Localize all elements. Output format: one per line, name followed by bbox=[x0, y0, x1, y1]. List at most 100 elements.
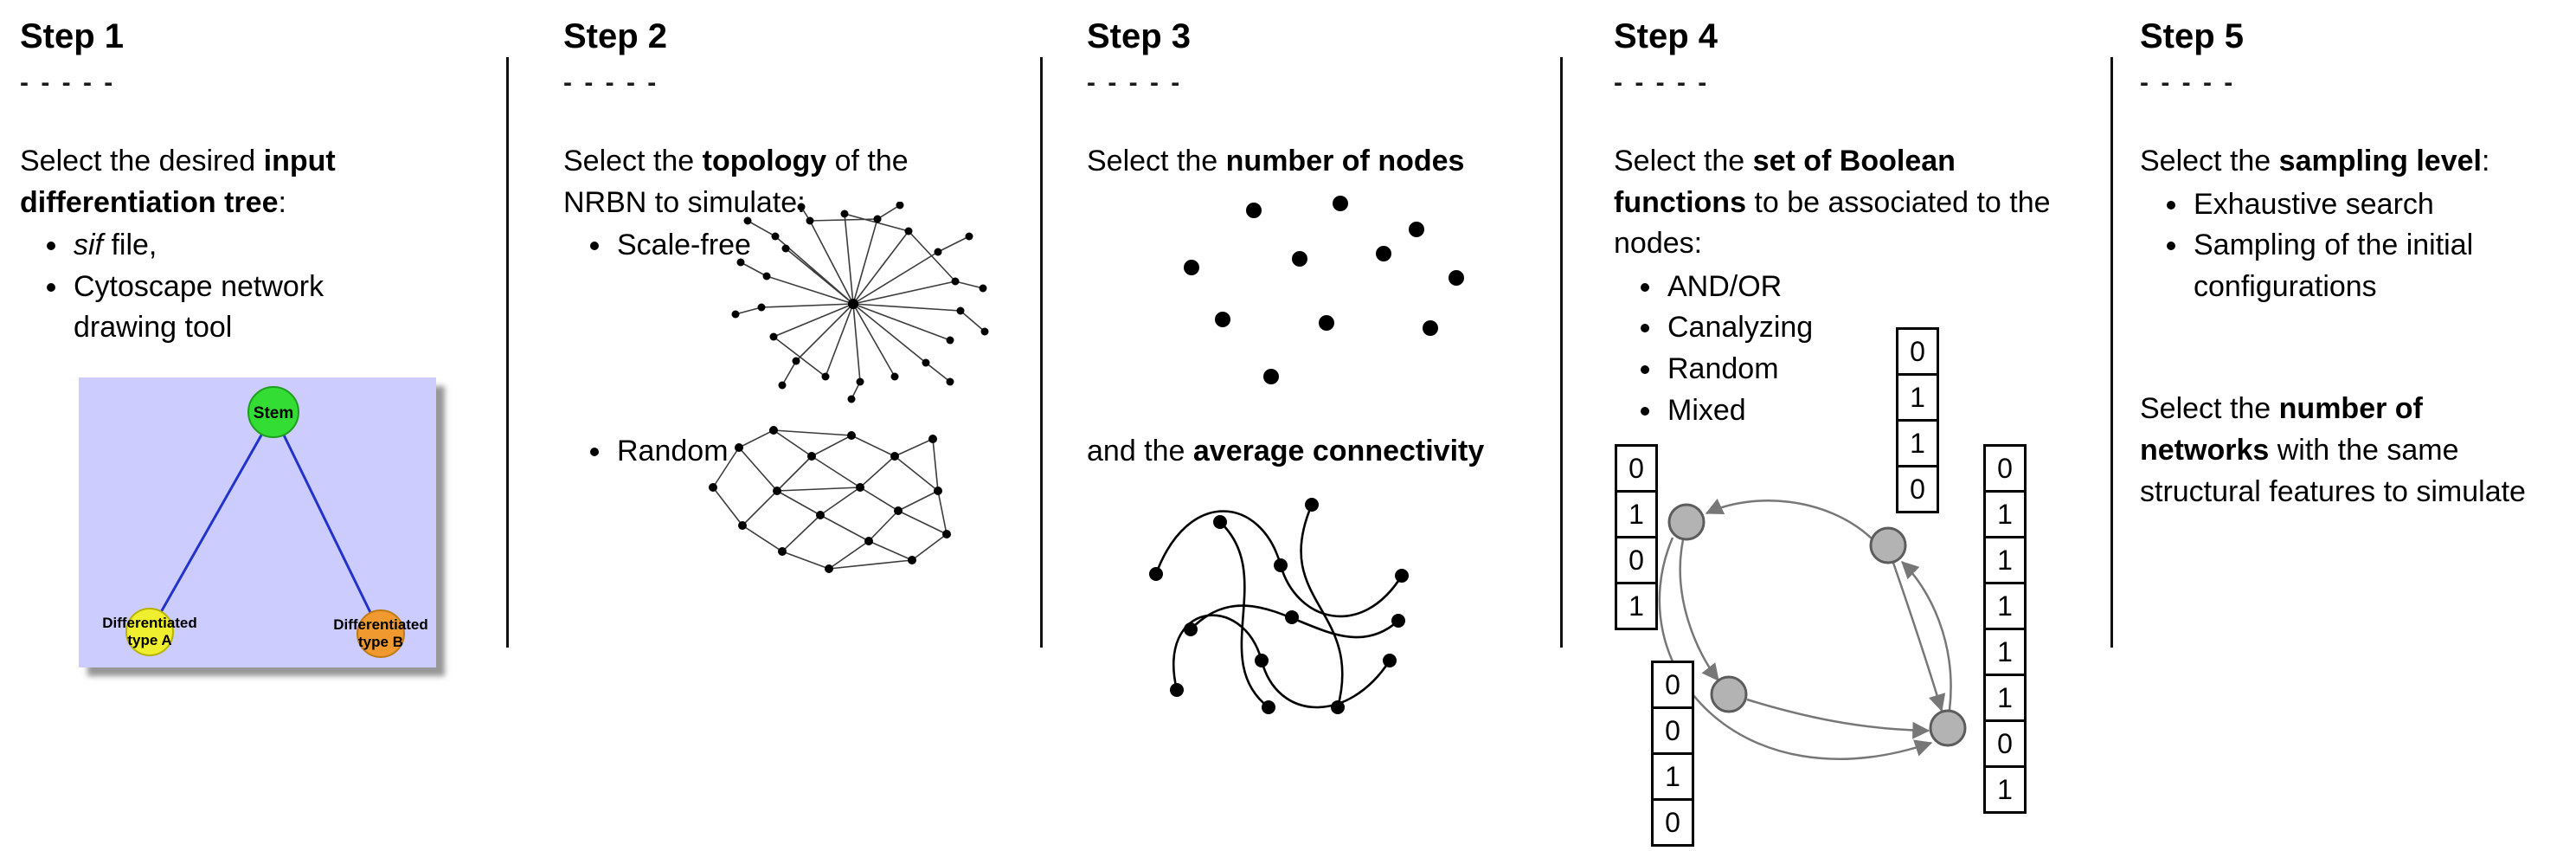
column-divider-3 bbox=[1560, 57, 1563, 648]
sif-rest: file, bbox=[103, 229, 157, 262]
truth-table-cell: 1 bbox=[1615, 582, 1658, 630]
cytoscape-label: Cytoscape network drawing tool bbox=[74, 269, 324, 345]
step-5-option-exhaustive: Exhaustive search bbox=[2190, 184, 2576, 226]
step-2-intro-pre: Select the bbox=[563, 145, 703, 177]
boolean-network-graphic: 0 1 1 0 0 1 0 1 0 0 1 0 0 1 1 1 bbox=[1609, 319, 2037, 850]
step-1-intro-pre: Select the desired bbox=[20, 145, 264, 177]
truth-table-cell: 1 bbox=[1651, 752, 1694, 801]
truth-table-cell: 0 bbox=[1651, 798, 1694, 847]
step-5-intro-pre: Select the bbox=[2140, 145, 2279, 177]
column-divider-2 bbox=[1040, 57, 1043, 648]
exhaustive-label: Exhaustive search bbox=[2194, 187, 2434, 221]
step-5-panel: Step 5 - - - - - Select the sampling lev… bbox=[2140, 16, 2576, 513]
step-4-option-mixed: Mixed bbox=[1664, 390, 2085, 432]
connectivity-tangle-graphic bbox=[1140, 472, 1426, 749]
truth-table-bottom: 0 0 1 0 bbox=[1651, 661, 1694, 847]
truth-table-cell: 1 bbox=[1983, 490, 2027, 538]
networks-l1-pre: Select the bbox=[2140, 392, 2279, 426]
type-a-node bbox=[125, 608, 174, 656]
truth-table-cell: 0 bbox=[1896, 327, 1939, 376]
nodes-dots-graphic bbox=[1157, 193, 1477, 401]
step-3-line1-bold: number of nodes bbox=[1225, 145, 1465, 177]
truth-table-cell: 0 bbox=[1615, 444, 1658, 493]
step-2-intro-bold: topology bbox=[702, 145, 827, 177]
step-1-intro-bold: input differentiation tree bbox=[20, 145, 336, 219]
truth-table-left: 0 1 0 1 bbox=[1615, 444, 1658, 630]
step-4-title: Step 4 bbox=[1614, 17, 1718, 55]
truth-table-top: 0 1 1 0 bbox=[1896, 327, 1939, 513]
step-2-panel: Step 2 - - - - - Select the topology of … bbox=[563, 16, 989, 573]
step-3-line2: and the average connectivity bbox=[1087, 431, 1484, 473]
step-3-title: Step 3 bbox=[1087, 17, 1192, 55]
type-b-label-line2: type B bbox=[358, 634, 403, 650]
sampling-label: Sampling of the initial configurations bbox=[2194, 229, 2474, 303]
truth-table-cell: 0 bbox=[1651, 661, 1694, 709]
truth-table-cell: 1 bbox=[1896, 419, 1939, 467]
networks-l2-post: with the same bbox=[2269, 433, 2459, 467]
step-2-intro: Select the topology of the NRBN to simul… bbox=[563, 141, 979, 223]
step-2-title: Step 2 bbox=[563, 17, 668, 55]
step-1-options: sif file, Cytoscape network drawing tool bbox=[20, 225, 504, 349]
step-4-panel: Step 4 - - - - - Select the set of Boole… bbox=[1614, 16, 2085, 847]
random-network-nodes bbox=[709, 426, 951, 573]
step-4-intro-bold: set of Boolean functions bbox=[1614, 145, 1956, 219]
scale-free-label: Scale-free bbox=[617, 229, 751, 262]
step-4-option-canalyzing: Canalyzing bbox=[1664, 307, 2085, 349]
step-5-dashes: - - - - - bbox=[2140, 68, 2236, 97]
truth-table-cell: 1 bbox=[1983, 765, 2027, 814]
type-a-label-line2: type A bbox=[127, 632, 171, 648]
step-3-dashes: - - - - - bbox=[1087, 68, 1183, 97]
random-network-edges bbox=[712, 429, 948, 570]
step-2-option-scale-free: Scale-free bbox=[613, 225, 979, 267]
boolean-node-2 bbox=[1869, 526, 1907, 564]
step-3-line1: Select the number of nodes bbox=[1087, 141, 1571, 183]
truth-table-cell: 1 bbox=[1983, 674, 2027, 722]
truth-table-cell: 0 bbox=[1983, 719, 2027, 768]
truth-table-cell: 0 bbox=[1615, 536, 1658, 584]
column-divider-1 bbox=[506, 57, 509, 648]
boolean-node-1 bbox=[1667, 503, 1706, 541]
scale-free-nodes bbox=[731, 201, 989, 403]
type-b-node bbox=[357, 609, 405, 658]
networks-l2-bold: networks bbox=[2140, 433, 2270, 467]
step-5-intro-bold: sampling level bbox=[2278, 145, 2482, 177]
differentiation-tree-svg: Stem Differentiated type A Differentiate… bbox=[79, 377, 436, 667]
stem-node bbox=[247, 386, 299, 438]
truth-table-right: 0 1 1 1 1 1 0 1 bbox=[1983, 444, 2027, 814]
step-1-panel: Step 1 - - - - - Select the desired inpu… bbox=[20, 16, 504, 667]
step-4-intro-pre: Select the bbox=[1614, 145, 1753, 177]
tangle-nodes bbox=[1149, 498, 1409, 714]
tree-edge-b bbox=[272, 413, 382, 635]
step-5-options: Exhaustive search Sampling of the initia… bbox=[2140, 184, 2576, 308]
truth-table-cell: 1 bbox=[1983, 582, 2027, 630]
truth-table-cell: 1 bbox=[1983, 628, 2027, 676]
networks-l1-bold: number of bbox=[2278, 392, 2423, 426]
step-4-option-andor: AND/OR bbox=[1664, 267, 2085, 308]
step-2-option-random: Random bbox=[613, 431, 979, 473]
andor-label: AND/OR bbox=[1667, 269, 1783, 303]
truth-table-cell: 0 bbox=[1896, 465, 1939, 513]
truth-table-cell: 1 bbox=[1896, 373, 1939, 422]
step-2-intro-post: of the NRBN to simulate: bbox=[563, 145, 909, 219]
truth-table-cell: 1 bbox=[1983, 536, 2027, 584]
step-1-dashes: - - - - - bbox=[20, 68, 116, 97]
boolean-node-4 bbox=[1929, 709, 1967, 747]
scale-free-edges bbox=[735, 204, 986, 400]
step-4-intro: Select the set of Boolean functions to b… bbox=[1614, 141, 2085, 265]
boolean-network-svg bbox=[1658, 498, 1967, 760]
differentiation-tree-graphic: Stem Differentiated type A Differentiate… bbox=[79, 377, 436, 667]
step-4-intro-post: to be associated to the nodes: bbox=[1614, 185, 2051, 261]
type-b-label-line1: Differentiated bbox=[333, 616, 428, 633]
truth-table-cell: 0 bbox=[1983, 444, 2027, 493]
random-functions-label: Random bbox=[1667, 351, 1779, 385]
step-2-options: Scale-free Random bbox=[563, 225, 979, 472]
mixed-label: Mixed bbox=[1667, 393, 1746, 427]
boolean-node-3 bbox=[1710, 675, 1748, 713]
step-1-intro-post: : bbox=[278, 185, 286, 219]
type-a-label-line1: Differentiated bbox=[102, 615, 197, 631]
canalyzing-label: Canalyzing bbox=[1667, 311, 1814, 345]
step-3-line1-pre: Select the bbox=[1087, 145, 1226, 177]
step-4-dashes: - - - - - bbox=[1614, 68, 1710, 97]
